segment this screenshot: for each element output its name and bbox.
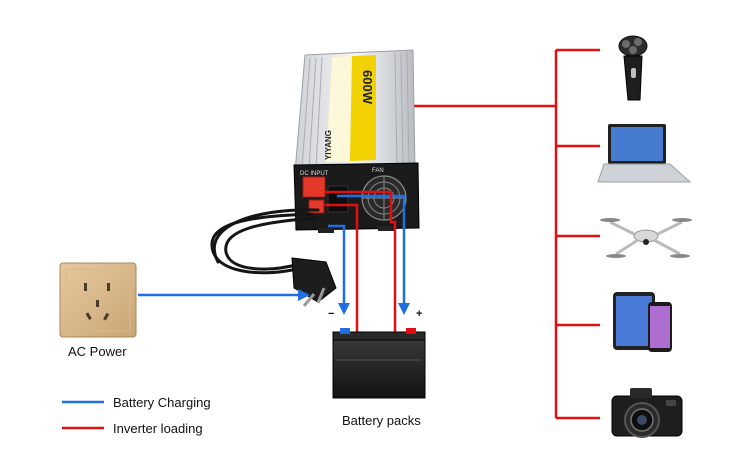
battery-positive-sign: + xyxy=(416,308,423,320)
battery-negative-sign: − xyxy=(328,308,335,320)
battery-icon xyxy=(332,328,426,399)
fan-icon xyxy=(361,175,407,221)
power-cord xyxy=(210,208,320,275)
tablet-phone-icon xyxy=(613,292,672,352)
negative-terminal xyxy=(327,185,349,213)
laptop-icon xyxy=(597,124,692,183)
inverter-rating: 600W xyxy=(360,70,375,105)
output-bus xyxy=(414,48,600,420)
legend-charging-label: Battery Charging xyxy=(113,395,211,410)
inverter-brand: YIYANG xyxy=(324,130,333,160)
power-plug xyxy=(291,257,337,307)
fan-label: FAN xyxy=(372,168,384,174)
shaver-icon xyxy=(618,35,648,101)
camera-icon xyxy=(611,388,683,438)
positive-terminal xyxy=(302,176,326,198)
dc-input-label: DC INPUT xyxy=(300,171,329,177)
loading-wires xyxy=(325,190,397,333)
charging-arrowheads xyxy=(298,289,410,315)
legend xyxy=(62,400,104,430)
drone-icon xyxy=(600,218,692,258)
charging-wires xyxy=(138,194,406,305)
legend-loading-label: Inverter loading xyxy=(113,421,203,436)
wall-socket-icon xyxy=(59,262,137,338)
battery-packs-label: Battery packs xyxy=(342,413,421,428)
ac-power-label: AC Power xyxy=(68,344,127,359)
